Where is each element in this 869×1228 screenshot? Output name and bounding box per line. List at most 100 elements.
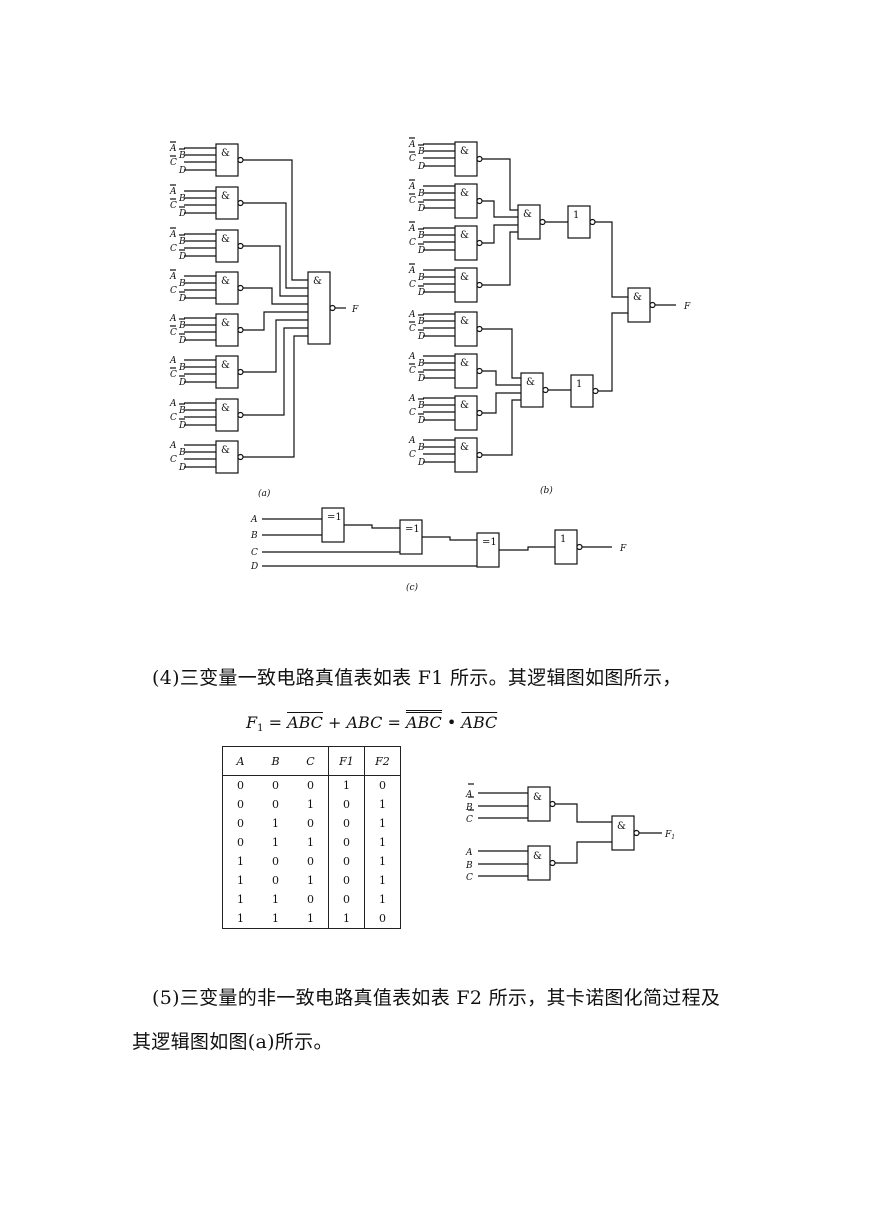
gate-label: =1 — [405, 524, 420, 535]
gate-label: & — [633, 292, 642, 303]
table-cell: 0 — [237, 836, 244, 849]
output-f-b: F — [683, 302, 691, 312]
gate-label: & — [460, 400, 469, 411]
input-label: A — [169, 272, 177, 282]
input-label: D — [417, 458, 425, 468]
gate-label: & — [460, 316, 469, 327]
term-abc-nand: ABC — [461, 713, 498, 732]
input-label: B — [178, 279, 186, 289]
table-cell: 1 — [237, 893, 244, 906]
gate-label: & — [460, 146, 469, 157]
input-label-c: A — [250, 515, 258, 525]
table-cell: 0 — [364, 909, 401, 929]
paragraph-5-line-2: 其逻辑图如图(a)所示。 — [132, 1031, 333, 1053]
table-cell: 1 — [272, 912, 279, 925]
gate-label: & — [221, 234, 230, 245]
table-cell: 0 — [364, 775, 401, 795]
term-abc-complemented: ABC — [287, 713, 323, 732]
input-label: C — [170, 328, 177, 338]
input-label: C — [409, 450, 416, 460]
input-label: D — [178, 209, 186, 219]
input-label: D — [178, 252, 186, 262]
input-label: B — [178, 448, 186, 458]
input-label: A — [408, 394, 416, 404]
table-cell: 0 — [272, 798, 279, 811]
table-cell: 1 — [272, 817, 279, 830]
input-label: D — [417, 162, 425, 172]
input-label-c: D — [250, 562, 258, 572]
input-label: A — [169, 441, 177, 451]
gate-label: & — [460, 230, 469, 241]
table-cell: 0 — [328, 890, 365, 909]
input-label: C — [409, 366, 416, 376]
gate-label: 1 — [573, 210, 579, 221]
table-cell: 0 — [272, 855, 279, 868]
table-cell: 0 — [328, 833, 365, 852]
input-label: D — [178, 166, 186, 176]
col-f1: F1 — [328, 746, 365, 776]
table-cell: 0 — [307, 817, 314, 830]
small-input-a: A — [465, 848, 473, 858]
small-input-b: B — [465, 861, 473, 871]
input-label: D — [178, 463, 186, 473]
input-label: B — [417, 443, 425, 453]
table-cell: 1 — [364, 852, 401, 871]
table-cell: 0 — [272, 874, 279, 887]
input-label: C — [409, 408, 416, 418]
caption-b: (b) — [540, 485, 553, 496]
input-label: C — [409, 154, 416, 164]
gate-label: & — [460, 442, 469, 453]
input-label: D — [178, 294, 186, 304]
col-b: B — [258, 746, 293, 776]
gate-label: & — [526, 377, 535, 388]
table-cell: 1 — [328, 775, 365, 795]
paragraph-5-line-1: (5)三变量的非一致电路真值表如表 F2 所示，其卡诺图化简过程及 — [152, 987, 721, 1009]
small-input-a-bar: A — [465, 790, 473, 800]
input-label: C — [170, 286, 177, 296]
input-label: B — [417, 317, 425, 327]
circuit-b: ABCD&ABCD&ABCD&ABCD&ABCD&ABCD&ABCD&ABCD&… — [408, 137, 691, 473]
input-label: A — [169, 144, 177, 154]
gate-label: & — [221, 276, 230, 287]
gate-label: & — [221, 403, 230, 414]
table-cell: 0 — [237, 798, 244, 811]
input-label: D — [178, 336, 186, 346]
table-cell: 0 — [272, 779, 279, 792]
table-cell: 1 — [237, 855, 244, 868]
input-label: A — [408, 310, 416, 320]
table-cell: 1 — [272, 836, 279, 849]
input-label: A — [169, 230, 177, 240]
input-label: C — [170, 244, 177, 254]
input-label: A — [408, 182, 416, 192]
input-label: D — [178, 421, 186, 431]
col-c: C — [293, 746, 329, 776]
table-cell: 1 — [364, 795, 401, 814]
input-label: B — [178, 151, 186, 161]
input-label: D — [178, 378, 186, 388]
small-input-c-bar: C — [466, 815, 473, 825]
input-label: A — [169, 399, 177, 409]
table-cell: 0 — [328, 795, 365, 814]
gate-label: 1 — [560, 534, 566, 545]
input-label: D — [417, 288, 425, 298]
term-abc-double: ABC — [405, 710, 442, 732]
table-cell: 1 — [364, 871, 401, 890]
input-label: B — [417, 273, 425, 283]
input-label: B — [417, 359, 425, 369]
input-label: C — [409, 324, 416, 334]
circuit-a: ABCD&ABCD&ABCD&ABCD&ABCD&ABCD&ABCD&ABCD&… — [169, 141, 359, 474]
input-label: C — [170, 158, 177, 168]
gate-label: & — [221, 148, 230, 159]
output-f-c: F — [619, 544, 627, 554]
gate-label: & — [460, 272, 469, 283]
gate-label: & — [221, 318, 230, 329]
input-label: B — [178, 406, 186, 416]
table-cell: 0 — [307, 893, 314, 906]
